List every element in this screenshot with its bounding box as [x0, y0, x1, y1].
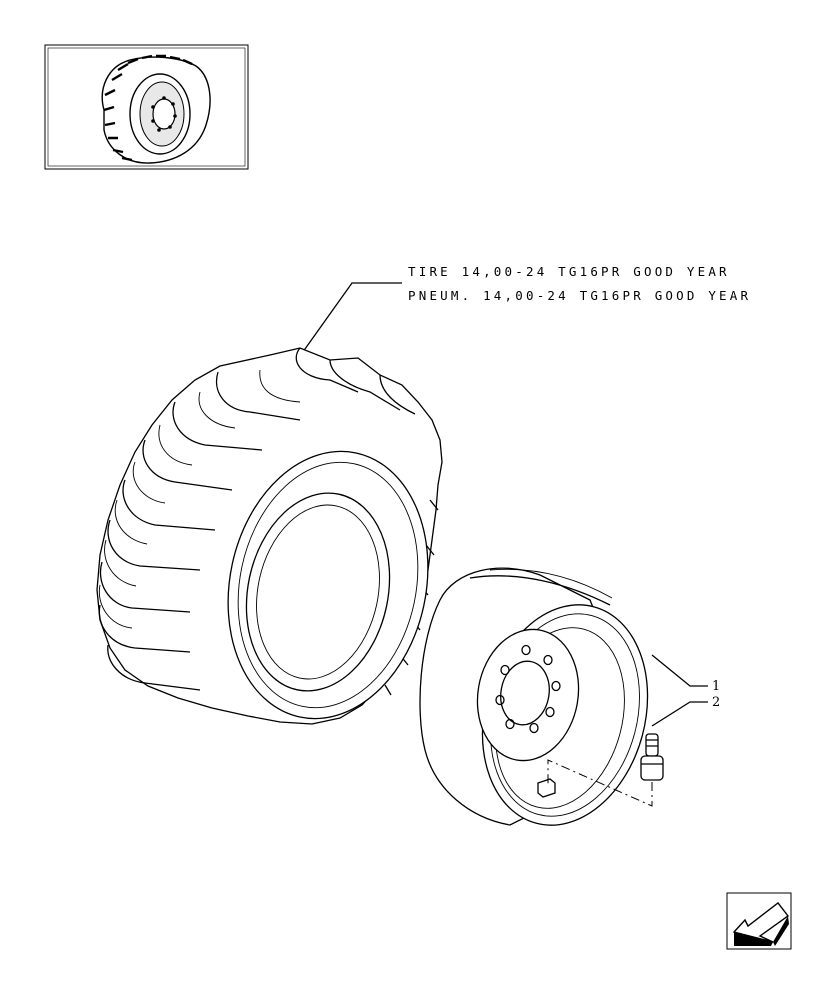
bolt-holes: [495, 644, 561, 734]
callout-label-line2: PNEUM. 14,00-24 TG16PR GOOD YEAR: [408, 288, 751, 303]
item-ref-1: 1: [712, 679, 720, 694]
tire: [96, 347, 443, 725]
item-1-leader: [651, 654, 708, 687]
tire-valve: [640, 733, 664, 781]
item-2-leader: [651, 701, 708, 727]
thumbnail-panel: [44, 44, 249, 170]
tire-leader-line: [289, 282, 402, 371]
item-ref-2: 2: [712, 695, 720, 710]
next-page-arrow-icon[interactable]: [726, 892, 792, 950]
wheel-thumbnail-icon: [101, 54, 211, 164]
wheel-rim: [419, 567, 649, 826]
callout-label-line1: TIRE 14,00-24 TG16PR GOOD YEAR: [408, 264, 730, 279]
assembly-dash-line: [547, 759, 653, 807]
